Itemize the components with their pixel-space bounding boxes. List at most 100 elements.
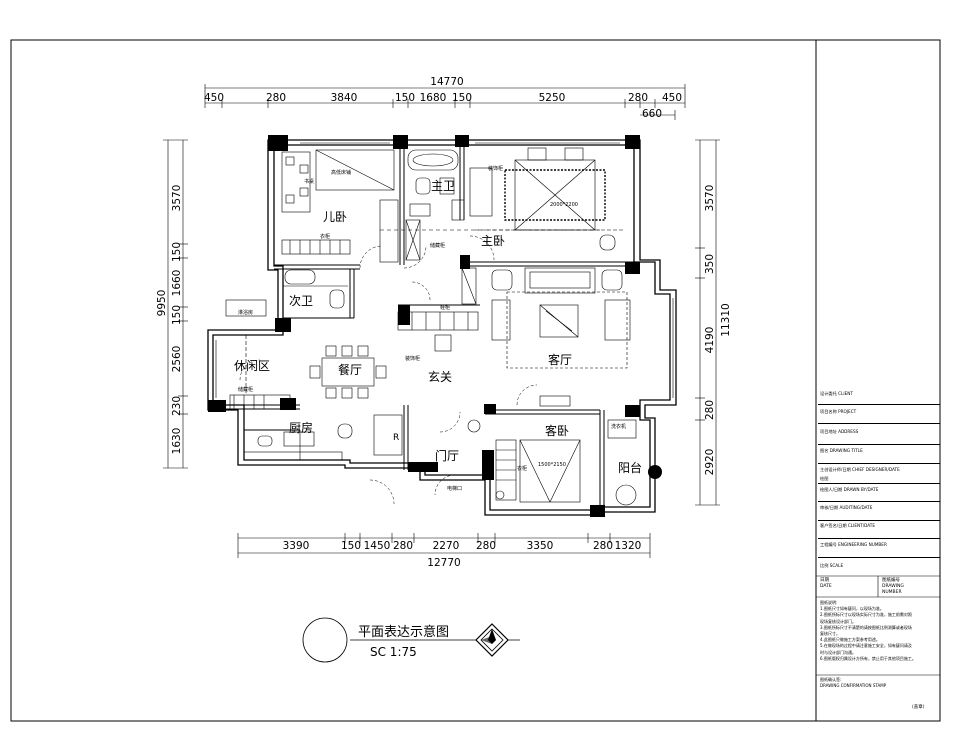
- tb-designer: 主创设计师/日期 CHIEF DESIGNER/DATE: [820, 467, 900, 472]
- guest-bed: [519, 439, 581, 503]
- dim-right-total: 11310: [720, 303, 732, 336]
- structural-columns: [208, 135, 662, 517]
- label-bed-master: 2000*2200: [550, 202, 578, 208]
- label-raised-bed: 高低床铺: [331, 169, 351, 176]
- dim-top-3: 3840: [331, 92, 358, 104]
- label-wardrobe-child: 衣柜: [320, 233, 330, 240]
- dim-right-2: 350: [704, 254, 716, 274]
- room-guest-bedroom: 客卧: [545, 423, 569, 438]
- label-decor-cab-2: 装饰柜: [405, 355, 420, 362]
- tb-address: 项目地址 ADDRESS: [818, 429, 940, 445]
- tb-drawing-no-cell: 图纸编号 DRAWING NUMBER: [882, 578, 904, 596]
- tb-notes-title: 图纸说明:: [820, 600, 838, 605]
- tb-date-en: DATE: [820, 584, 832, 589]
- armchair: [604, 299, 631, 341]
- dim-left-4: 150: [171, 305, 183, 325]
- dimension-top: [204, 84, 686, 120]
- tb-date-cn: 日期: [820, 578, 829, 583]
- tb-note-7: 5.在做现场的过程中请注意施工安全，如有疑问请及: [820, 643, 912, 649]
- label-decor-cab-1: 装饰柜: [488, 165, 503, 172]
- tb-client-date: 客户签名/日期 CLIENT/DATE: [818, 523, 940, 539]
- tb-note-4: 3.图纸所标尺寸不清楚的请按图纸比例测算或者现场: [820, 624, 912, 630]
- dim-top-6: 150: [452, 92, 472, 104]
- furniture: [225, 147, 637, 506]
- tb-date-cell: 日期 DATE: [820, 578, 832, 590]
- tb-notes: 图纸说明: 1.图纸尺寸如有疑问，以现场为准。 2.图纸所标尺寸以现场实际尺寸为…: [820, 600, 938, 662]
- room-living: 客厅: [548, 352, 572, 367]
- tb-note-9: 6.图纸版权归属设计方所有，禁止用于其他项目施工。: [820, 655, 916, 661]
- north-arrow-icon: [475, 623, 509, 657]
- tb-note-6: 4.此图纸只做施工方案参考用途。: [820, 637, 880, 643]
- tb-note-3: 现场复核设计部门。: [820, 618, 856, 624]
- drawing-title-text: 平面表达示意图: [358, 624, 449, 640]
- dim-bottom-total: 12770: [427, 557, 460, 569]
- tb-eng-no: 工程编号 ENGINEERING NUMBER: [818, 542, 940, 558]
- titleblock-grid: [816, 575, 940, 676]
- dim-bottom-6: 280: [476, 540, 496, 552]
- dim-bottom-8: 280: [593, 540, 613, 552]
- drawing-title: 平面表达示意图 SC 1:75: [302, 617, 520, 663]
- sheet-border: [10, 39, 941, 722]
- tb-note-5: 复核尺寸。: [820, 631, 840, 637]
- coffee-table: [539, 304, 579, 338]
- room-kitchen: 厨房: [289, 420, 313, 435]
- tb-confirm-cn: 图纸确认签:: [820, 677, 842, 682]
- dim-top-7: 5250: [539, 92, 566, 104]
- bunk-bed: [315, 149, 395, 191]
- dim-bottom-4: 280: [393, 540, 413, 552]
- room-entrance: 玄关: [428, 369, 452, 384]
- bathtub: [407, 149, 459, 171]
- dining-table: [321, 357, 375, 387]
- dim-bottom-5: 2270: [433, 540, 460, 552]
- dim-top-2: 280: [266, 92, 286, 104]
- tb-note-1: 1.图纸尺寸如有疑问，以现场为准。: [820, 606, 884, 612]
- dim-bottom-2: 150: [341, 540, 361, 552]
- room-master-bath: 主卫: [431, 179, 455, 193]
- dim-left-5: 2560: [171, 346, 183, 373]
- room-balcony: 阳台: [618, 460, 642, 475]
- storage-cabinet-1: [379, 199, 399, 263]
- dim-top-9: 450: [662, 92, 682, 104]
- dim-top-8: 280: [628, 92, 648, 104]
- drawing-scale-text: SC 1:75: [370, 645, 417, 659]
- label-fridge: R: [393, 433, 399, 443]
- dim-bottom-1: 3390: [283, 540, 310, 552]
- wardrobe-child: [281, 239, 351, 255]
- washer: [607, 419, 637, 439]
- room-leisure: 休闲区: [234, 359, 270, 373]
- label-shower: 淋浴房: [238, 309, 253, 316]
- dim-left-total: 9950: [156, 290, 168, 317]
- tb-drawing-title: 图名 DRAWING TITLE: [818, 448, 940, 464]
- fridge: [373, 414, 403, 456]
- dim-top-total: 14770: [430, 76, 463, 88]
- tb-drawn-by: 绘图人/日期 DRAWN BY/DATE: [818, 487, 940, 502]
- plant-2: [467, 419, 481, 433]
- tb-note-8: 时与设计部门沟通。: [820, 649, 856, 655]
- tb-client: 设计委托 CLIENT: [818, 391, 940, 405]
- shoe-cabinet: [397, 311, 479, 331]
- dim-top-10: 660: [642, 108, 662, 120]
- dim-left-3: 1660: [171, 270, 183, 297]
- dim-top-1: 450: [204, 92, 224, 104]
- dim-left-2: 150: [171, 242, 183, 262]
- dim-bottom-7: 3350: [527, 540, 554, 552]
- tb-scale: 比例 SCALE: [820, 563, 844, 568]
- label-wardrobe-guest: 衣柜: [517, 465, 527, 472]
- tb-confirm-en: DRAWING CONFIRMATION STAMP: [820, 683, 887, 689]
- plant: [615, 484, 637, 506]
- tb-audited: 审核/日期 AUDITING/DATE: [818, 505, 940, 521]
- label-storage-cab-1: 储藏柜: [430, 242, 445, 249]
- tb-number-en: NUMBER: [882, 590, 902, 595]
- room-dining: 餐厅: [338, 362, 362, 377]
- room-foyer: 门厅: [435, 448, 459, 463]
- dim-right-5: 2920: [704, 449, 716, 476]
- room-second-bath: 次卫: [289, 294, 313, 308]
- dim-left-6: 230: [171, 396, 183, 416]
- dim-left-7: 1630: [171, 428, 183, 455]
- tb-note-2: 2.图纸所标尺寸以现场实际尺寸为准，施工前需对照: [820, 612, 912, 618]
- tb-draft: 绘图: [818, 476, 940, 484]
- master-bed-frame: [504, 169, 606, 221]
- dimension-left: [163, 139, 188, 469]
- dim-bottom-9: 1320: [615, 540, 642, 552]
